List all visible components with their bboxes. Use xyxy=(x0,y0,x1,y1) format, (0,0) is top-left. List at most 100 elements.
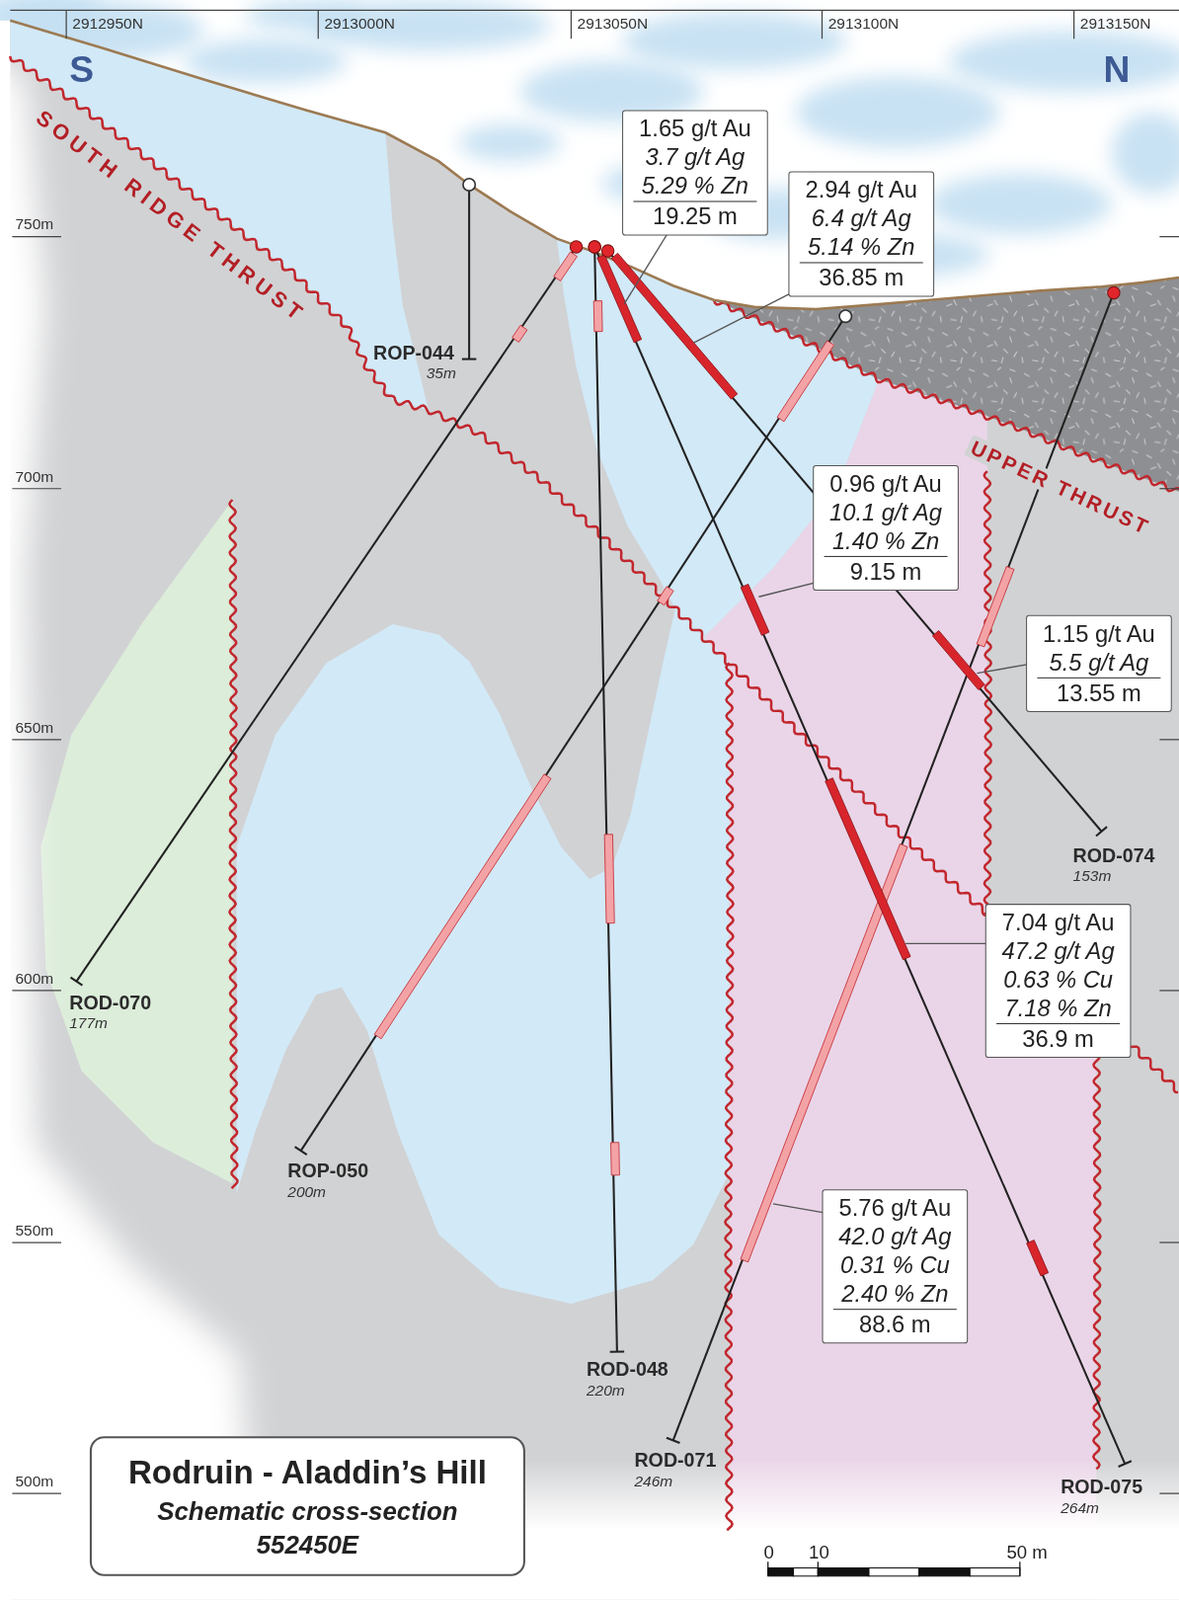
cloud xyxy=(459,124,561,161)
elevation-tick xyxy=(11,1493,62,1494)
mineralised-interval xyxy=(374,774,551,1039)
mineralised-interval xyxy=(825,778,911,960)
northing-label: 2913000N xyxy=(323,13,395,33)
assay-callout: 1.15 g/t Au5.5 g/t Ag13.55 m xyxy=(1025,615,1173,712)
drillhole-id: ROD-070 xyxy=(69,992,152,1015)
hole-end xyxy=(70,977,82,986)
cloud xyxy=(948,30,1179,92)
elevation-label: 500m xyxy=(14,1471,54,1491)
assay-grade: 1.40 % Zn xyxy=(813,526,958,555)
assay-grade: 7.18 % Zn xyxy=(986,993,1131,1022)
collar xyxy=(569,240,582,253)
elevation-label: 700m xyxy=(14,467,54,486)
elevation-tick xyxy=(1159,487,1179,489)
northing-tick xyxy=(317,9,319,39)
northing-tick xyxy=(66,9,68,39)
hole-end xyxy=(462,358,476,361)
drill-hole xyxy=(673,292,1114,1440)
interval-length: 9.15 m xyxy=(824,555,948,586)
interval-length: 36.9 m xyxy=(996,1022,1120,1053)
interval-length: 19.25 m xyxy=(632,200,757,231)
thrust-line xyxy=(713,300,1179,491)
scale-label: 10 xyxy=(808,1542,830,1565)
drillhole-id: ROD-075 xyxy=(1060,1477,1143,1499)
title-box: Rodruin - Aladdin’s HillSchematic cross-… xyxy=(89,1435,526,1576)
scale-tick xyxy=(1019,1561,1021,1575)
northing-tick xyxy=(821,9,823,39)
elevation-tick xyxy=(11,989,62,991)
drillhole-depth: 35m xyxy=(426,365,457,383)
assay-grade: 5.5 g/t Ag xyxy=(1026,647,1172,677)
scale-bar xyxy=(768,1568,794,1576)
drill-hole xyxy=(468,184,471,360)
assay-grade: 7.04 g/t Au xyxy=(986,907,1131,937)
scale-bar xyxy=(969,1568,1021,1576)
interval-length: 36.85 m xyxy=(799,261,924,292)
direction-label: N xyxy=(1103,51,1131,88)
assay-grade: 10.1 g/t Ag xyxy=(813,497,958,527)
scale-label: 50 m xyxy=(1006,1542,1047,1565)
hole-end xyxy=(1118,1460,1132,1467)
fault-line xyxy=(229,499,237,1188)
collar xyxy=(839,310,852,322)
mineralised-interval xyxy=(593,301,603,332)
elevation-tick xyxy=(11,1241,62,1243)
assay-callout: 0.96 g/t Au10.1 g/t Ag1.40 % Zn9.15 m xyxy=(812,465,959,591)
scale-tick xyxy=(767,1561,769,1575)
drillhole-id: ROP-050 xyxy=(287,1160,369,1182)
elevation-label: 600m xyxy=(14,968,54,988)
drillhole-depth: 200m xyxy=(287,1182,326,1200)
hole-end xyxy=(610,1349,625,1352)
drillhole-id: ROD-074 xyxy=(1073,845,1156,867)
collar xyxy=(1107,286,1120,299)
scale-label: 0 xyxy=(764,1542,775,1565)
northing-label: 2912950N xyxy=(72,13,144,33)
assay-callout: 5.76 g/t Au42.0 g/t Ag0.31 % Cu2.40 % Zn… xyxy=(821,1188,968,1343)
mineralised-interval xyxy=(1026,1240,1049,1276)
elevation-tick xyxy=(1159,738,1179,740)
leader-line xyxy=(905,943,995,944)
assay-grade: 0.63 % Cu xyxy=(986,964,1131,994)
northing-tick xyxy=(1073,9,1075,39)
mineralised-interval xyxy=(777,340,834,422)
fade xyxy=(0,0,266,1600)
drill-hole xyxy=(608,250,1102,832)
drill-hole xyxy=(301,315,847,1151)
elevation-label: 650m xyxy=(14,717,54,737)
assay-callout: 2.94 g/t Au6.4 g/t Ag5.14 % Zn36.85 m xyxy=(787,171,935,298)
interval-length: 88.6 m xyxy=(833,1308,957,1338)
elevation-tick xyxy=(1159,1241,1179,1243)
northing-label: 2913050N xyxy=(577,13,649,33)
cloud xyxy=(183,38,347,83)
elevation-label: 550m xyxy=(14,1220,54,1240)
mineralised-interval xyxy=(553,251,578,281)
elevation-tick xyxy=(11,738,62,740)
mineralised-interval xyxy=(597,254,642,343)
mineralised-interval xyxy=(611,1142,621,1176)
fault-line xyxy=(724,662,733,1530)
frame xyxy=(9,9,1179,11)
northing-label: 2913100N xyxy=(828,13,900,33)
cloud xyxy=(622,11,847,70)
scale-bar xyxy=(817,1568,869,1576)
mineralised-interval xyxy=(512,324,528,342)
elevation-label: 750m xyxy=(14,215,54,235)
collar xyxy=(601,244,614,257)
assay-grade: 2.94 g/t Au xyxy=(788,175,934,205)
drillhole-depth: 246m xyxy=(633,1472,673,1490)
collar xyxy=(588,240,601,253)
assay-grade: 3.7 g/t Ag xyxy=(623,143,768,172)
mineralised-interval xyxy=(657,586,674,606)
assay-grade: 5.14 % Zn xyxy=(788,232,934,261)
assay-grade: 47.2 g/t Ag xyxy=(986,936,1131,965)
hole-end xyxy=(1096,826,1107,836)
drill-hole xyxy=(594,246,618,1352)
drillhole-id: ROD-071 xyxy=(633,1450,716,1473)
drillhole-depth: 264m xyxy=(1060,1498,1100,1516)
assay-callout: 7.04 g/t Au47.2 g/t Ag0.63 % Cu7.18 % Zn… xyxy=(985,903,1132,1058)
cloud xyxy=(1111,112,1179,195)
assay-grade: 2.40 % Zn xyxy=(823,1278,968,1308)
mineralised-interval xyxy=(932,629,985,690)
drillhole-id: ROP-044 xyxy=(373,342,455,365)
hole-end xyxy=(295,1146,308,1155)
